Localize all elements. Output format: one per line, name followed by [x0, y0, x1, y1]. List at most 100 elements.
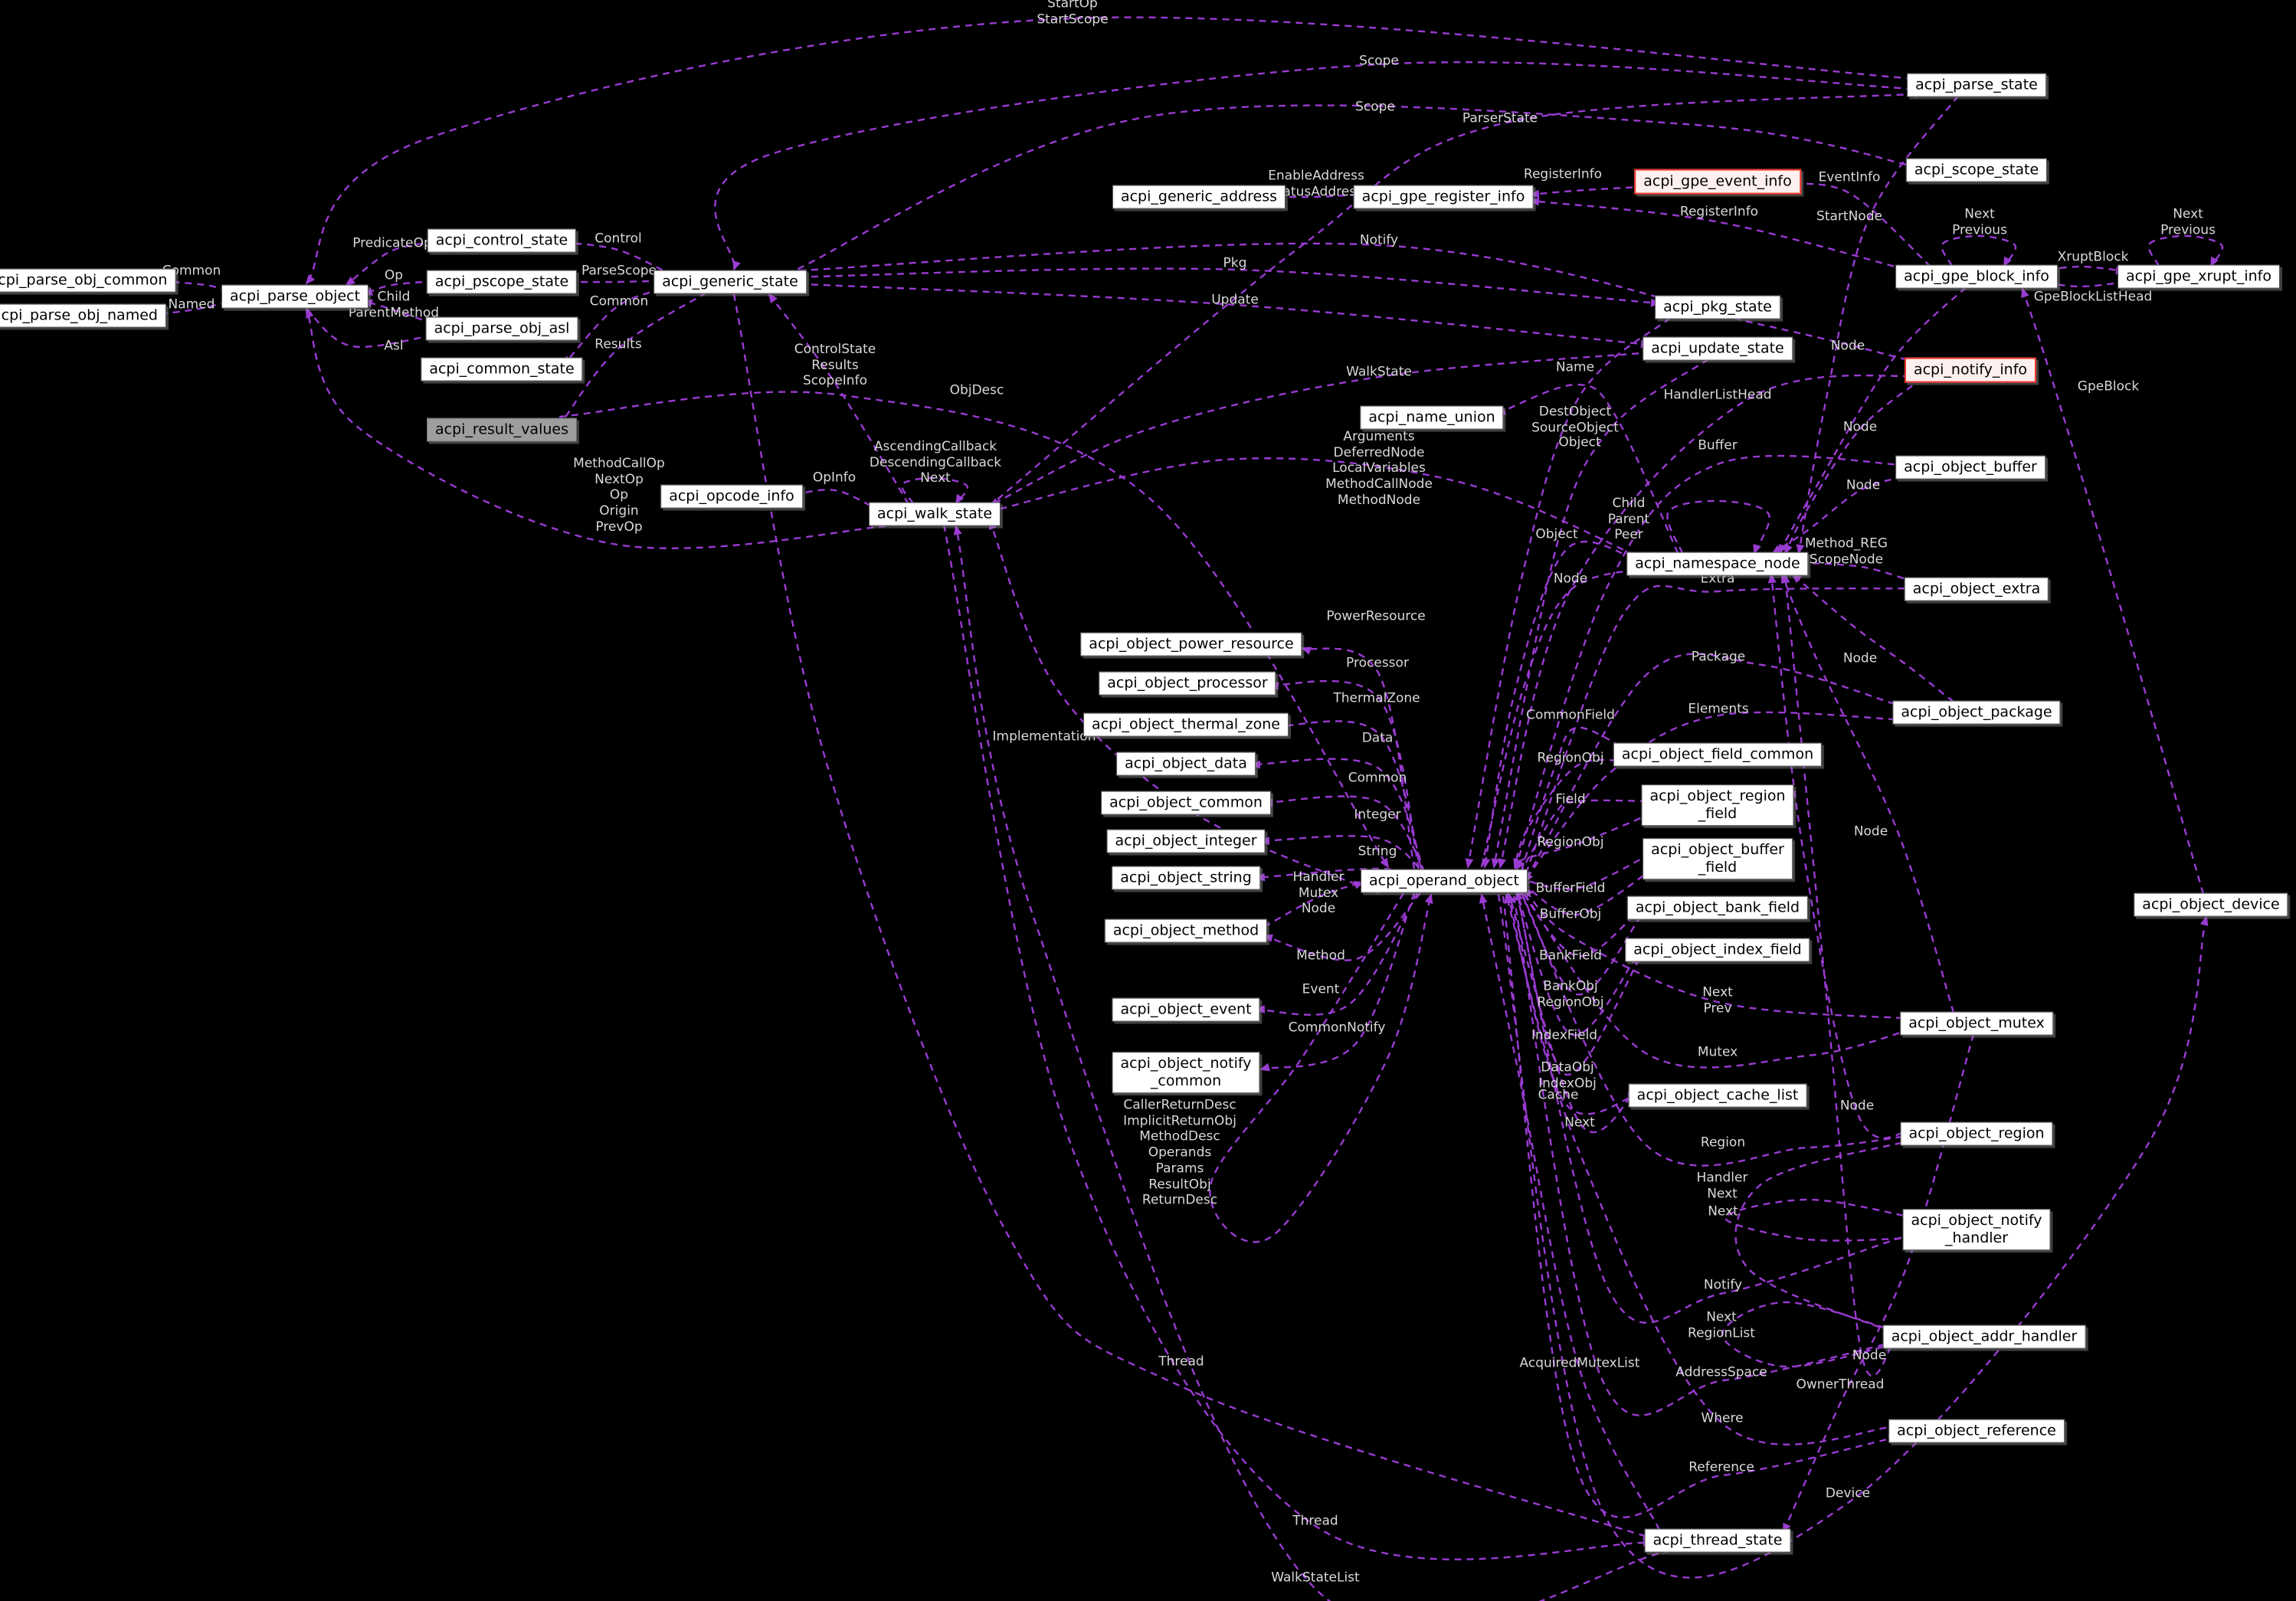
- edge-regionobj: [1515, 812, 1652, 870]
- node-acpi_opcode_info[interactable]: acpi_opcode_info: [660, 484, 803, 509]
- node-acpi_object_event[interactable]: acpi_object_event: [1112, 997, 1260, 1022]
- edge-bankobj: [1517, 886, 1642, 996]
- edge-object: [1491, 359, 1709, 869]
- edge-xruptblock: [2035, 265, 2126, 275]
- edge-next: [1523, 887, 1916, 1020]
- node-acpi_walk_state[interactable]: acpi_walk_state: [868, 502, 1001, 526]
- node-acpi_object_common[interactable]: acpi_object_common: [1101, 791, 1271, 815]
- node-acpi_object_integer[interactable]: acpi_object_integer: [1106, 829, 1266, 853]
- edge-field: [1518, 797, 1652, 874]
- node-acpi_object_notify_common[interactable]: acpi_object_notify _common: [1112, 1052, 1260, 1093]
- node-acpi_parse_object[interactable]: acpi_parse_object: [221, 284, 369, 309]
- node-acpi_object_device[interactable]: acpi_object_device: [2134, 892, 2288, 917]
- node-acpi_namespace_node[interactable]: acpi_namespace_node: [1626, 552, 1809, 576]
- node-acpi_object_processor[interactable]: acpi_object_processor: [1099, 671, 1276, 696]
- node-acpi_object_package[interactable]: acpi_object_package: [1892, 700, 2061, 725]
- node-acpi_object_method[interactable]: acpi_object_method: [1104, 918, 1268, 943]
- node-acpi_thread_state[interactable]: acpi_thread_state: [1644, 1528, 1791, 1553]
- edge-extra: [1525, 584, 1915, 874]
- node-acpi_control_state[interactable]: acpi_control_state: [427, 228, 577, 253]
- node-acpi_gpe_event_info[interactable]: acpi_gpe_event_info: [1634, 169, 1801, 195]
- edge-node: [1791, 573, 1954, 702]
- node-acpi_gpe_xrupt_info[interactable]: acpi_gpe_xrupt_info: [2117, 264, 2280, 289]
- node-acpi_pkg_state[interactable]: acpi_pkg_state: [1655, 295, 1780, 319]
- node-acpi_object_region_field[interactable]: acpi_object_region _field: [1641, 784, 1794, 826]
- node-acpi_object_buffer[interactable]: acpi_object_buffer: [1895, 455, 2045, 480]
- node-acpi_object_power_resource[interactable]: acpi_object_power_resource: [1080, 632, 1302, 656]
- edge-scope: [786, 104, 1924, 276]
- node-acpi_object_reference[interactable]: acpi_object_reference: [1888, 1419, 2065, 1443]
- node-acpi_generic_state[interactable]: acpi_generic_state: [653, 270, 807, 294]
- edge-arguments: [988, 457, 1646, 561]
- edge-objdesc: [558, 391, 1390, 869]
- node-acpi_object_notify_handler[interactable]: acpi_object_notify _handler: [1902, 1209, 2051, 1250]
- node-acpi_scope_state[interactable]: acpi_scope_state: [1905, 158, 2048, 182]
- node-acpi_object_field_common[interactable]: acpi_object_field_common: [1613, 742, 1823, 767]
- node-acpi_object_region[interactable]: acpi_object_region: [1900, 1121, 2053, 1146]
- edge-indexfield: [1514, 886, 1639, 1036]
- edge-ascendingcallback: [900, 476, 969, 505]
- edge-next: [1721, 1301, 1898, 1368]
- edge-node: [1783, 378, 1923, 555]
- node-acpi_object_mutex[interactable]: acpi_object_mutex: [1900, 1011, 2053, 1036]
- edge-object: [1482, 540, 1645, 869]
- node-acpi_gpe_register_info[interactable]: acpi_gpe_register_info: [1353, 185, 1534, 209]
- node-acpi_common_state[interactable]: acpi_common_state: [421, 357, 583, 381]
- edge-callerreturndesc: [1209, 892, 1433, 1243]
- edge-where: [1504, 893, 1899, 1445]
- node-acpi_object_cache_list[interactable]: acpi_object_cache_list: [1628, 1083, 1807, 1108]
- edge-walkstate: [988, 351, 1652, 507]
- edge-notify: [1515, 892, 1915, 1324]
- edge-method: [1263, 892, 1421, 961]
- node-acpi_object_data[interactable]: acpi_object_data: [1116, 751, 1256, 776]
- edge-thread: [732, 293, 1653, 1540]
- edge-device: [1497, 894, 2209, 1579]
- node-acpi_gpe_block_info[interactable]: acpi_gpe_block_info: [1895, 264, 2058, 289]
- edge-handler: [1263, 881, 1364, 928]
- edge-asl: [306, 308, 447, 348]
- node-acpi_object_extra[interactable]: acpi_object_extra: [1904, 577, 2049, 601]
- edge-gpeblock: [2021, 287, 2205, 895]
- edge-enableaddress: [1276, 192, 1358, 201]
- edge-acquiredmutexlist: [1479, 893, 1661, 1531]
- node-acpi_parse_obj_named[interactable]: acpi_parse_obj_named: [0, 303, 166, 328]
- edge-node: [1771, 473, 1916, 555]
- edge-addressspace: [1512, 895, 1896, 1416]
- node-acpi_object_bank_field[interactable]: acpi_object_bank_field: [1626, 895, 1809, 920]
- edge-control: [557, 238, 674, 277]
- edge-region: [1520, 892, 1914, 1167]
- node-acpi_result_values[interactable]: acpi_result_values: [427, 417, 577, 442]
- node-acpi_object_thermal_zone[interactable]: acpi_object_thermal_zone: [1083, 712, 1289, 737]
- edge-commonnotify: [1259, 892, 1416, 1072]
- edge-node: [1777, 286, 1967, 555]
- node-acpi_generic_address[interactable]: acpi_generic_address: [1112, 185, 1286, 209]
- node-acpi_object_buffer_field[interactable]: acpi_object_buffer _field: [1643, 838, 1793, 879]
- edge-bankfield: [1516, 883, 1641, 958]
- node-acpi_name_union[interactable]: acpi_name_union: [1360, 405, 1504, 430]
- edge-common: [562, 285, 674, 366]
- edge-event: [1255, 892, 1419, 1016]
- edge-cache: [1506, 892, 1638, 1115]
- edge-common: [1263, 795, 1427, 875]
- edge-data: [1250, 758, 1426, 873]
- edge-child: [1666, 499, 1770, 555]
- node-acpi_parse_obj_asl[interactable]: acpi_parse_obj_asl: [425, 316, 578, 341]
- edge-handlerlisthead: [1498, 374, 1923, 869]
- node-acpi_parse_obj_common[interactable]: acpi_parse_obj_common: [0, 268, 176, 293]
- edge-bufferfield: [1518, 852, 1653, 891]
- edge-walkstatelist: [953, 525, 1671, 1601]
- node-acpi_update_state[interactable]: acpi_update_state: [1643, 336, 1793, 361]
- node-acpi_notify_info[interactable]: acpi_notify_info: [1904, 357, 2037, 383]
- node-acpi_pscope_state[interactable]: acpi_pscope_state: [426, 270, 578, 294]
- node-acpi_object_addr_handler[interactable]: acpi_object_addr_handler: [1882, 1324, 2086, 1349]
- node-acpi_operand_object[interactable]: acpi_operand_object: [1361, 869, 1528, 893]
- edge-update: [786, 282, 1651, 349]
- edge-pkg: [786, 267, 1661, 307]
- node-acpi_object_string[interactable]: acpi_object_string: [1112, 866, 1260, 890]
- edge-node: [1767, 573, 1914, 1139]
- node-acpi_parse_state[interactable]: acpi_parse_state: [1907, 73, 2046, 97]
- node-acpi_object_index_field[interactable]: acpi_object_index_field: [1625, 938, 1810, 962]
- edge-node: [1781, 573, 1897, 1377]
